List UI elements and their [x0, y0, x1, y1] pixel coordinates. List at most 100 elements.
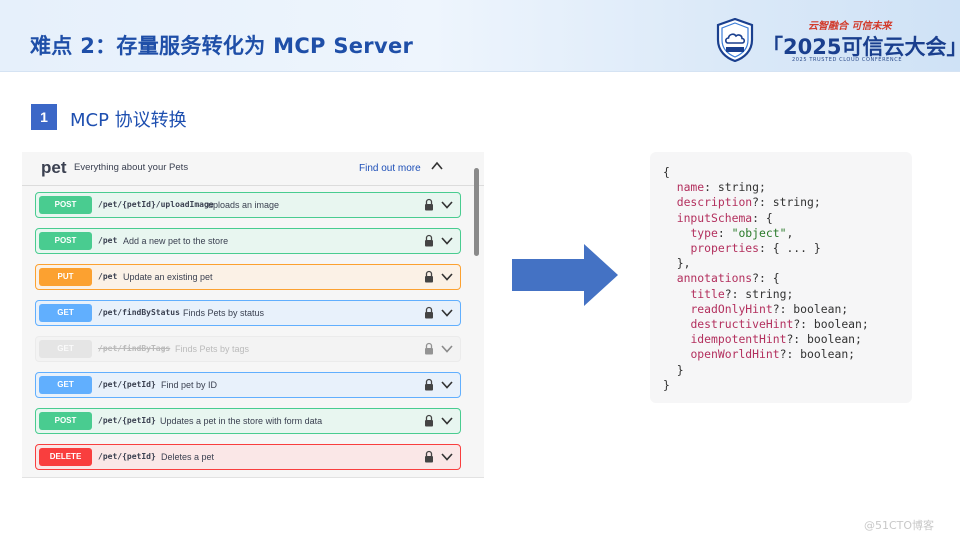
slide-title: 难点 2：存量服务转化为 MCP Server: [30, 34, 414, 58]
code-text: [663, 226, 690, 240]
lock-icon[interactable]: [424, 234, 434, 247]
code-line: type: "object",: [663, 226, 869, 241]
lock-icon[interactable]: [424, 450, 434, 463]
chevron-down-icon[interactable]: [440, 199, 454, 210]
operation-summary: Finds Pets by tags: [175, 344, 250, 354]
code-key: idempotentHint: [690, 332, 787, 347]
code-line: openWorldHint?: boolean;: [663, 347, 869, 362]
operation-row[interactable]: DELETE/pet/{petId} Deletes a pet: [35, 444, 461, 470]
code-text: ?: boolean;: [772, 301, 849, 316]
code-line: {: [663, 165, 869, 180]
method-badge: GET: [39, 304, 92, 322]
cloud-shield-logo-icon: [716, 18, 754, 62]
conference-name: 「2025可信云大会」: [762, 35, 960, 59]
code-text: }: [663, 362, 684, 377]
code-text: ,: [786, 225, 794, 240]
operation-row[interactable]: POST/pet/{petId}Updates a pet in the sto…: [35, 408, 461, 434]
lock-icon[interactable]: [424, 342, 434, 355]
code-text: [663, 332, 690, 346]
chevron-up-icon[interactable]: [430, 160, 444, 172]
method-badge: PUT: [39, 268, 92, 286]
operation-row[interactable]: GET/pet/{petId} Find pet by ID: [35, 372, 461, 398]
chevron-down-icon[interactable]: [440, 343, 454, 354]
code-key: title: [690, 286, 725, 301]
code-text: ?: string;: [752, 195, 821, 210]
lock-icon[interactable]: [424, 414, 434, 427]
swagger-tag-header[interactable]: pet Everything about your Pets Find out …: [22, 152, 484, 186]
method-badge: POST: [39, 232, 92, 250]
code-line: annotations?: {: [663, 271, 869, 286]
chevron-down-icon[interactable]: [440, 379, 454, 390]
swagger-tag-description: Everything about your Pets: [74, 162, 189, 173]
code-key: description: [676, 195, 753, 210]
code-text: [663, 302, 690, 316]
code-string: "object": [731, 225, 787, 240]
chevron-down-icon[interactable]: [440, 415, 454, 426]
method-badge: POST: [39, 196, 92, 214]
chevron-down-icon[interactable]: [440, 451, 454, 462]
method-badge: DELETE: [39, 448, 92, 466]
code-text: : { ... }: [759, 241, 821, 256]
code-text: },: [663, 256, 691, 271]
code-text: [663, 287, 690, 301]
chevron-down-icon[interactable]: [440, 235, 454, 246]
code-text: }: [663, 377, 670, 392]
method-badge: GET: [39, 376, 92, 394]
code-line: inputSchema: {: [663, 211, 869, 226]
conference-slogan: 云智融合 可信未来: [808, 21, 892, 32]
code-line: }: [663, 363, 869, 378]
operation-summary: Find pet by ID: [161, 380, 218, 390]
code-key: type: [690, 225, 718, 240]
code-text: [663, 317, 690, 331]
swagger-ui-panel: pet Everything about your Pets Find out …: [22, 152, 484, 478]
operation-summary: Update an existing pet: [123, 272, 213, 282]
lock-icon[interactable]: [424, 378, 434, 391]
code-text: ?: string;: [724, 286, 794, 301]
operation-path: /pet/findByTags: [98, 344, 171, 353]
operation-summary: Deletes a pet: [161, 452, 215, 462]
chevron-down-icon[interactable]: [440, 307, 454, 318]
code-text: : {: [752, 210, 773, 225]
operation-path: /pet/findByStatus: [98, 308, 180, 317]
operation-path: /pet/{petId}/uploadImage: [98, 200, 214, 209]
code-key: properties: [690, 241, 760, 256]
chevron-down-icon[interactable]: [440, 271, 454, 282]
find-out-more-link[interactable]: Find out more: [359, 163, 421, 174]
scrollbar-thumb[interactable]: [474, 168, 479, 256]
code-text: [663, 211, 677, 225]
code-text: {: [663, 165, 670, 179]
code-text: [663, 195, 677, 209]
lock-icon[interactable]: [424, 306, 434, 319]
code-line: properties: { ... }: [663, 241, 869, 256]
code-line: idempotentHint?: boolean;: [663, 332, 869, 347]
lock-icon[interactable]: [424, 198, 434, 211]
section-title: MCP 协议转换: [70, 110, 187, 131]
lock-icon[interactable]: [424, 270, 434, 283]
operation-summary: Finds Pets by status: [183, 308, 265, 318]
code-text: ?: {: [752, 271, 780, 286]
code-text: [663, 347, 690, 361]
operation-summary: uploads an image: [208, 200, 280, 210]
code-line: destructiveHint?: boolean;: [663, 317, 869, 332]
code-text: ?: boolean;: [793, 317, 869, 332]
code-text: [663, 180, 677, 194]
code-line: readOnlyHint?: boolean;: [663, 302, 869, 317]
code-text: ?: boolean;: [786, 332, 862, 347]
watermark: @51CTO博客: [864, 519, 935, 532]
code-text: :: [717, 225, 732, 240]
operation-path: /pet/{petId}: [98, 452, 156, 461]
code-key: name: [676, 180, 705, 195]
code-line: name: string;: [663, 180, 869, 195]
tool-schema-code-panel: { name: string; description?: string; in…: [650, 152, 912, 403]
section-number: 1: [31, 104, 57, 130]
right-arrow-icon: [512, 244, 618, 306]
operation-path: /pet/{petId}: [98, 380, 156, 389]
code-line: }: [663, 378, 869, 393]
code-key: inputSchema: [676, 210, 753, 225]
method-badge: POST: [39, 412, 92, 430]
